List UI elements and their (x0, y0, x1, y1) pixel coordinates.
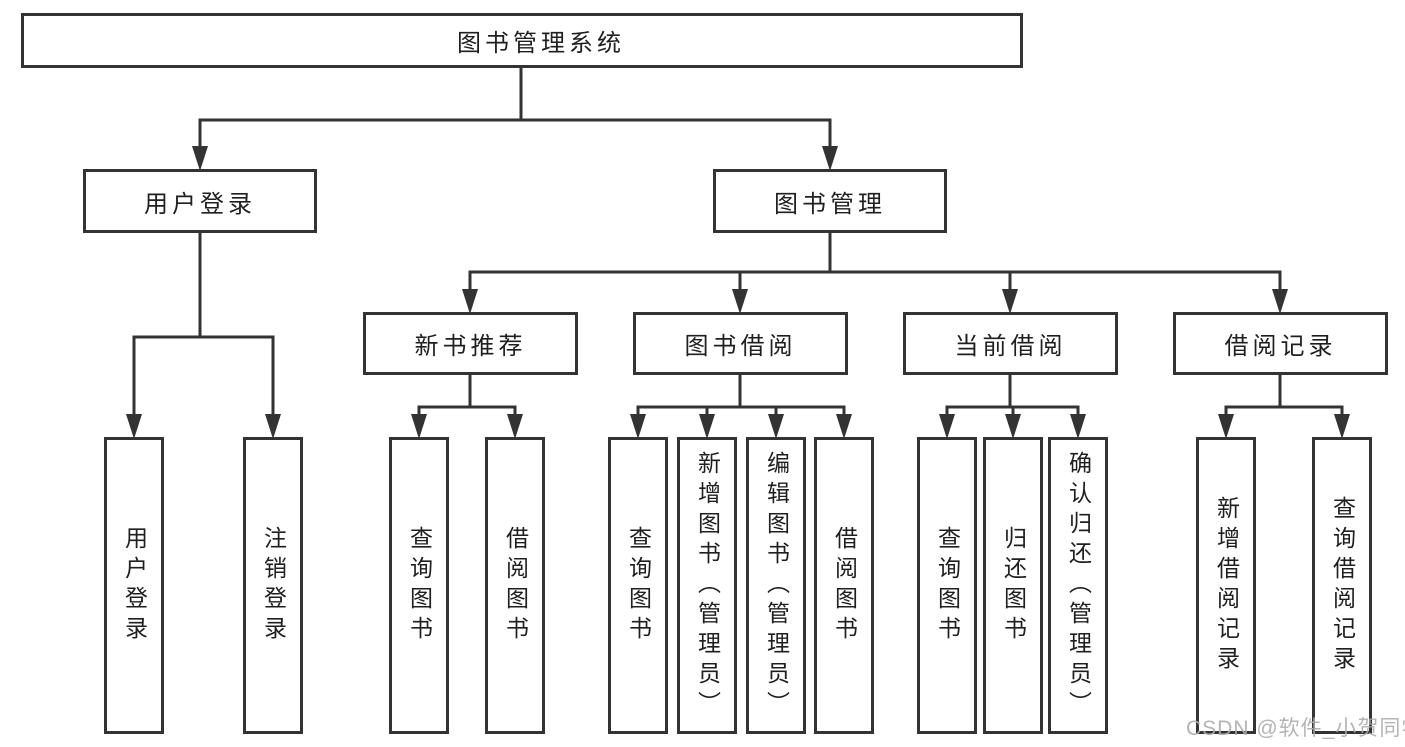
leaf-logout: 注销登录 (243, 437, 303, 734)
arrowhead-icon (732, 289, 748, 314)
leaf-borrow-books-label: 借阅图书 (831, 525, 858, 646)
arrowhead-icon (939, 414, 955, 439)
leaf-borrow-books: 借阅图书 (814, 437, 874, 734)
leaf-confirm-return-admin-label: 确认归还（管理员） (1065, 450, 1092, 721)
node-root: 图书管理系统 (21, 13, 1023, 68)
arrowhead-icon (411, 414, 427, 439)
leaf-logout-label: 注销登录 (260, 525, 287, 646)
node-book-management: 图书管理 (713, 169, 947, 233)
node-user-login: 用户登录 (83, 169, 317, 233)
node-new-book-recommend: 新书推荐 (363, 312, 578, 375)
leaf-add-borrow-record-label: 新增借阅记录 (1213, 495, 1240, 676)
arrowhead-icon (768, 414, 784, 439)
arrowhead-icon (1218, 414, 1234, 439)
arrowhead-icon (265, 414, 281, 439)
arrowhead-icon (1272, 289, 1288, 314)
arrowhead-icon (1334, 414, 1350, 439)
leaf-recommend-borrow-books-label: 借阅图书 (502, 525, 529, 646)
leaf-borrow-query-books-label: 查询图书 (625, 525, 652, 646)
leaf-current-query-books-label: 查询图书 (934, 525, 961, 646)
arrowhead-icon (1002, 289, 1018, 314)
leaf-recommend-borrow-books: 借阅图书 (485, 437, 545, 734)
leaf-current-query-books: 查询图书 (917, 437, 977, 734)
node-book-borrow-label: 图书借阅 (684, 333, 797, 360)
arrowhead-icon (126, 414, 142, 439)
leaf-query-borrow-record-label: 查询借阅记录 (1329, 495, 1356, 676)
leaf-return-books-label: 归还图书 (1000, 525, 1027, 646)
leaf-edit-books-admin: 编辑图书（管理员） (746, 437, 806, 734)
leaf-recommend-query-books: 查询图书 (389, 437, 449, 734)
arrowhead-icon (507, 414, 523, 439)
node-borrow-records-label: 借阅记录 (1224, 333, 1337, 360)
node-current-borrow-label: 当前借阅 (954, 333, 1067, 360)
leaf-add-books-admin-label: 新增图书（管理员） (694, 450, 721, 721)
node-borrow-records: 借阅记录 (1173, 312, 1388, 375)
node-root-label: 图书管理系统 (457, 30, 625, 57)
arrowhead-icon (836, 414, 852, 439)
leaf-add-books-admin: 新增图书（管理员） (677, 437, 737, 734)
node-user-login-label: 用户登录 (144, 190, 256, 218)
node-current-borrow: 当前借阅 (903, 312, 1118, 375)
arrowhead-icon (699, 414, 715, 439)
arrowhead-icon (630, 414, 646, 439)
arrowhead-icon (1005, 414, 1021, 439)
leaf-borrow-query-books: 查询图书 (608, 437, 668, 734)
arrowhead-icon (822, 146, 838, 171)
watermark: CSDN @软件_小贺同学 (1186, 717, 1405, 740)
leaf-return-books: 归还图书 (983, 437, 1043, 734)
arrowhead-icon (1070, 414, 1086, 439)
leaf-edit-books-admin-label: 编辑图书（管理员） (763, 450, 790, 721)
leaf-user-login-label: 用户登录 (121, 525, 148, 646)
leaf-user-login: 用户登录 (104, 437, 164, 734)
node-new-book-recommend-label: 新书推荐 (414, 333, 527, 360)
node-book-management-label: 图书管理 (774, 190, 886, 218)
arrowhead-icon (192, 146, 208, 171)
leaf-confirm-return-admin: 确认归还（管理员） (1048, 437, 1108, 734)
arrowhead-icon (462, 289, 478, 314)
node-book-borrow: 图书借阅 (633, 312, 848, 375)
leaf-add-borrow-record: 新增借阅记录 (1196, 437, 1256, 734)
leaf-recommend-query-books-label: 查询图书 (406, 525, 433, 646)
leaf-query-borrow-record: 查询借阅记录 (1312, 437, 1372, 734)
